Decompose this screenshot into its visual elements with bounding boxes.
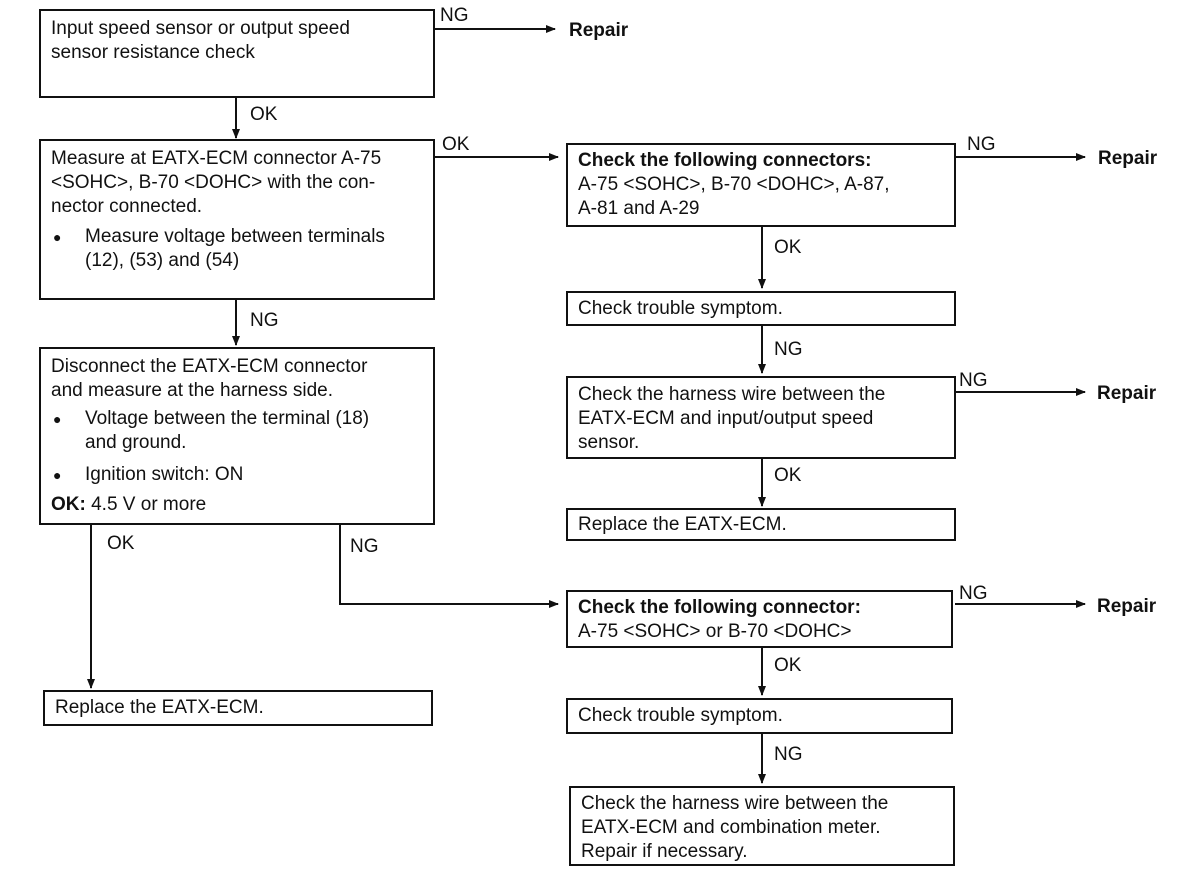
- label-ok: OK: [774, 465, 802, 486]
- step-check-connector: Check the following connector: A-75 <SOH…: [566, 590, 953, 648]
- repair-label: Repair: [1097, 596, 1157, 617]
- step-text: nector connected.: [51, 196, 203, 217]
- bullet-item: Voltage between the terminal (18) and gr…: [51, 407, 423, 455]
- label-ok: OK: [250, 104, 278, 125]
- step-text: A-81 and A-29: [578, 198, 700, 219]
- bullet-text: Ignition switch: ON: [85, 464, 244, 485]
- step-measure-connector: Measure at EATX-ECM connector A-75 <SOHC…: [39, 139, 435, 300]
- step-text: A-75 <SOHC>, B-70 <DOHC>, A-87,: [578, 174, 890, 195]
- step-harness-combination-meter: Check the harness wire between the EATX-…: [569, 786, 955, 866]
- step-text: <SOHC>, B-70 <DOHC> with the con-: [51, 172, 376, 193]
- step-heading: Check the following connectors:: [578, 150, 872, 171]
- arrow-b3-r5: [339, 524, 559, 608]
- ok-criteria: OK: 4.5 V or more: [51, 493, 423, 517]
- bullet-text: and ground.: [85, 432, 187, 453]
- label-ng: NG: [774, 339, 803, 360]
- label-ng: NG: [959, 370, 988, 391]
- step-resistance-check: Input speed sensor or output speed senso…: [39, 9, 435, 98]
- label-ng: NG: [774, 744, 803, 765]
- step-text: Disconnect the EATX-ECM connector: [51, 356, 368, 377]
- step-text: sensor resistance check: [51, 42, 255, 63]
- step-heading: Check the following connector:: [578, 597, 861, 618]
- label-ng: NG: [959, 583, 988, 604]
- label-ng: NG: [967, 134, 996, 155]
- step-text: EATX-ECM and combination meter.: [581, 817, 881, 838]
- label-ng: NG: [440, 5, 469, 26]
- label-ok: OK: [774, 655, 802, 676]
- step-trouble-symptom-2: Check trouble symptom.: [566, 698, 953, 734]
- ok-criteria-label: OK:: [51, 494, 86, 515]
- repair-label: Repair: [1097, 383, 1157, 404]
- label-ng: NG: [350, 536, 379, 557]
- step-text: Repair if necessary.: [581, 841, 748, 862]
- step-text: Measure at EATX-ECM connector A-75: [51, 148, 382, 169]
- step-text: Check trouble symptom.: [578, 298, 783, 319]
- label-ok: OK: [774, 237, 802, 258]
- label-ok: OK: [107, 533, 135, 554]
- bullet-item: Ignition switch: ON: [51, 463, 423, 487]
- step-harness-speed-sensor: Check the harness wire between the EATX-…: [566, 376, 956, 459]
- bullet-item: Measure voltage between terminals (12), …: [51, 225, 423, 273]
- repair-label: Repair: [1098, 148, 1158, 169]
- step-trouble-symptom-1: Check trouble symptom.: [566, 291, 956, 326]
- step-text: EATX-ECM and input/output speed: [578, 408, 874, 429]
- ok-criteria-value: 4.5 V or more: [85, 494, 207, 515]
- step-text: Check trouble symptom.: [578, 705, 783, 726]
- step-text: and measure at the harness side.: [51, 380, 334, 401]
- step-disconnect-measure: Disconnect the EATX-ECM connector and me…: [39, 347, 435, 525]
- step-replace-ecm-left: Replace the EATX-ECM.: [43, 690, 433, 726]
- step-text: Check the harness wire between the: [578, 384, 886, 405]
- step-text: A-75 <SOHC> or B-70 <DOHC>: [578, 621, 852, 642]
- step-text: Check the harness wire between the: [581, 793, 889, 814]
- step-text: sensor.: [578, 432, 640, 453]
- label-ok: OK: [442, 134, 470, 155]
- step-text: Input speed sensor or output speed: [51, 18, 350, 39]
- label-ng: NG: [250, 310, 279, 331]
- bullet-text: (12), (53) and (54): [85, 250, 240, 271]
- repair-label: Repair: [569, 20, 629, 41]
- bullet-text: Measure voltage between terminals: [85, 226, 385, 247]
- step-check-connectors: Check the following connectors: A-75 <SO…: [566, 143, 956, 227]
- bullet-text: Voltage between the terminal (18): [85, 408, 370, 429]
- step-text: Replace the EATX-ECM.: [578, 514, 787, 535]
- step-text: Replace the EATX-ECM.: [55, 697, 264, 718]
- step-replace-ecm-right: Replace the EATX-ECM.: [566, 508, 956, 541]
